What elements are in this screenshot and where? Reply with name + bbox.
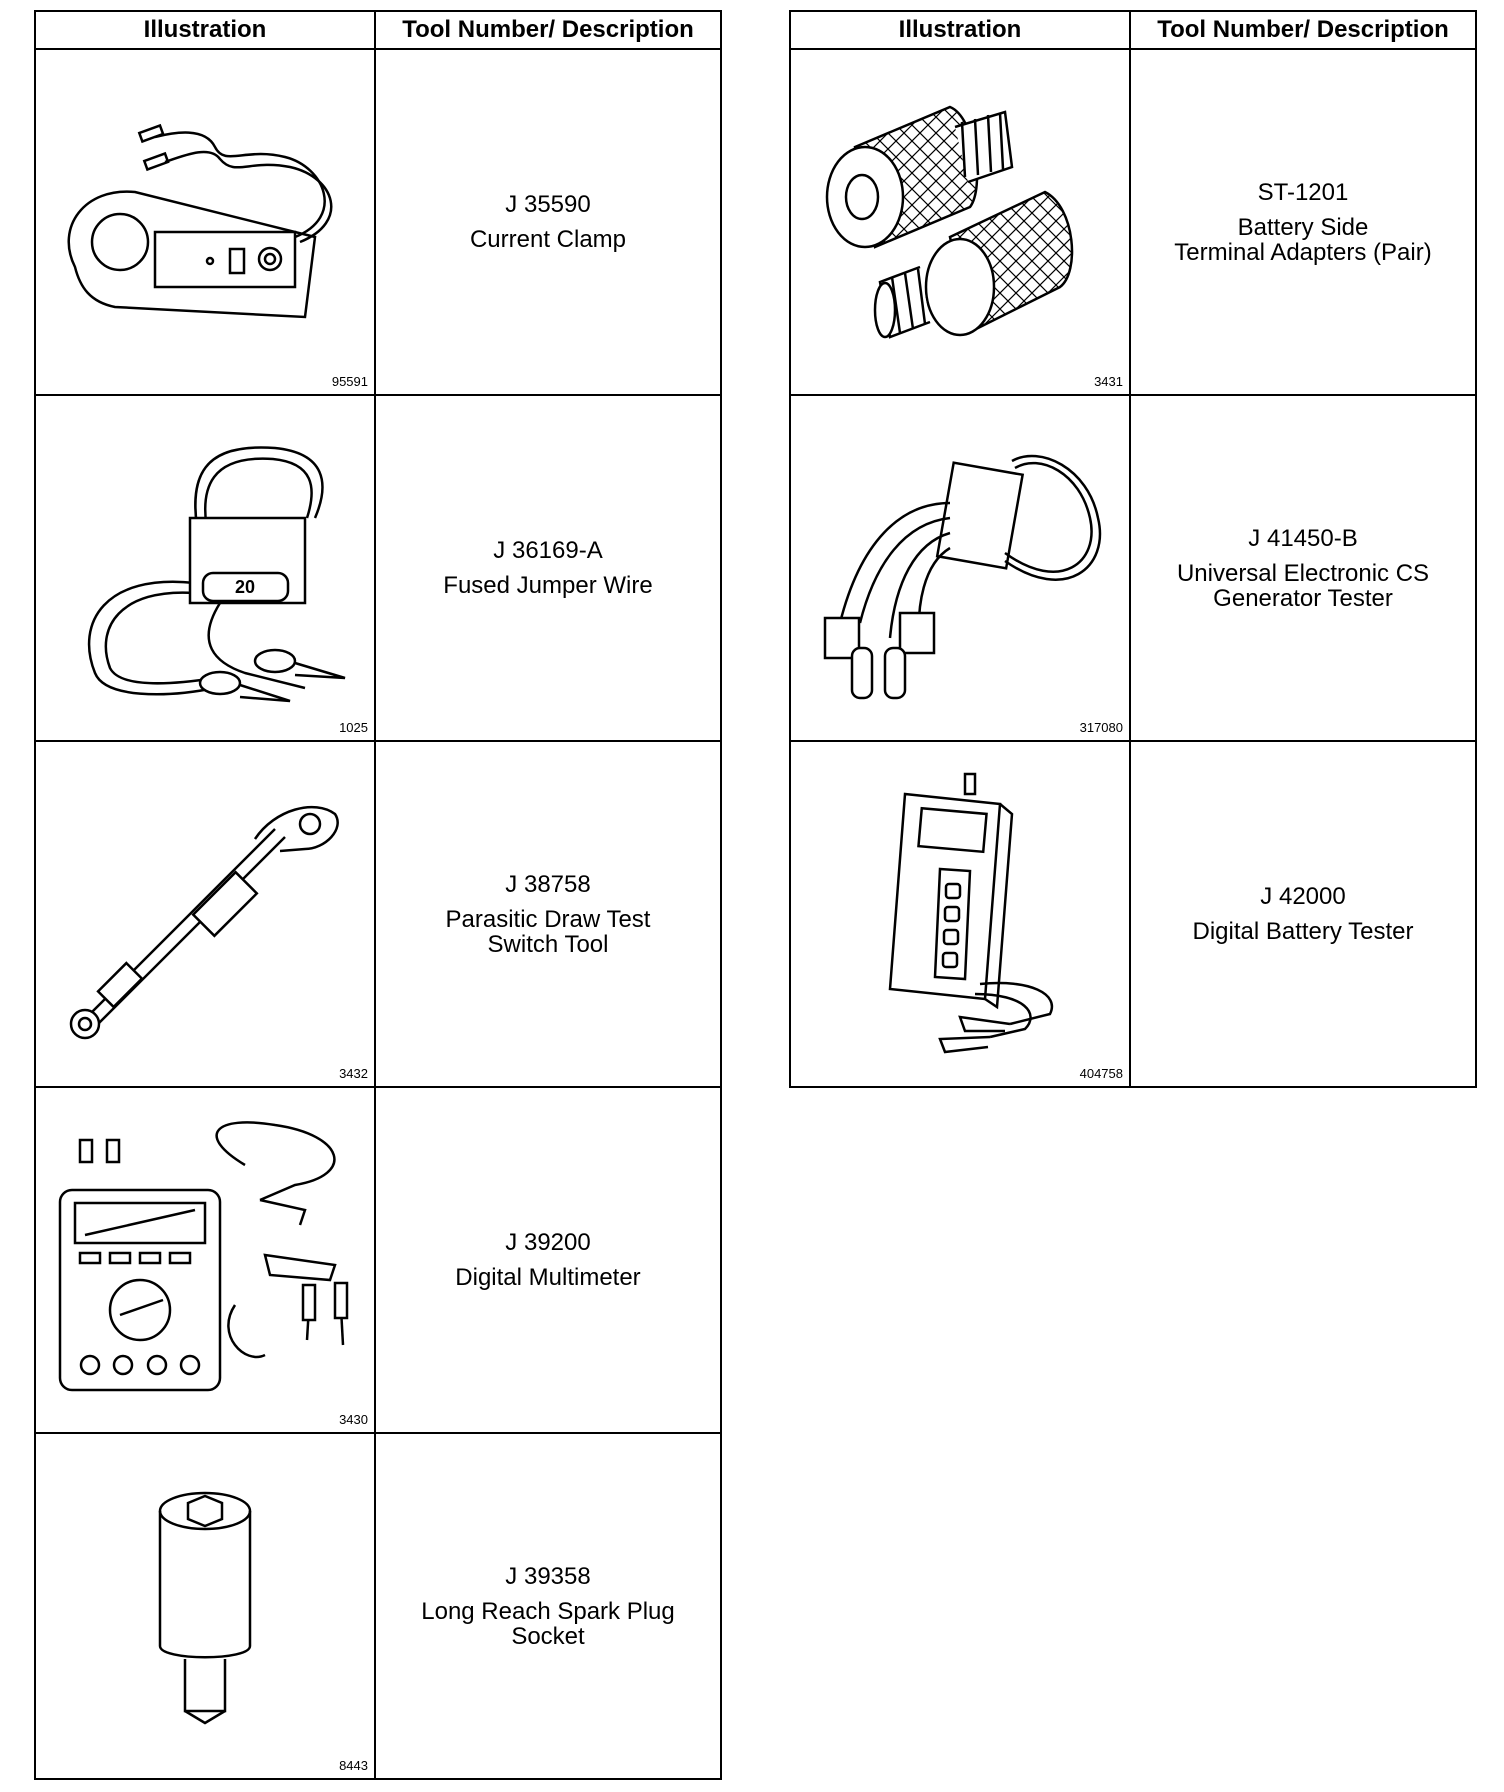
multimeter-icon bbox=[58, 1121, 349, 1392]
figure-number: 3430 bbox=[339, 1412, 368, 1427]
description-cell: J 42000 Digital Battery Tester bbox=[1129, 740, 1477, 1088]
table-row: 3431 ST-1201 Battery Side Terminal Adapt… bbox=[789, 48, 1477, 396]
generator-tester-icon bbox=[823, 454, 1102, 700]
table-row: 95591 J 35590 Current Clamp bbox=[34, 48, 722, 396]
tool-number: J 36169-A bbox=[493, 537, 603, 564]
tool-name: Fused Jumper Wire bbox=[443, 572, 653, 599]
tool-number: J 41450-B bbox=[1248, 524, 1358, 552]
tools-table-left: Illustration Tool Number/ Description 95… bbox=[34, 10, 722, 1780]
tools-table-right: Illustration Tool Number/ Description bbox=[789, 10, 1477, 1088]
terminal-adapters-icon bbox=[825, 105, 1074, 339]
tool-name: Current Clamp bbox=[469, 226, 627, 253]
battery-tester-icon bbox=[888, 772, 1054, 1054]
description-cell: ST-1201 Battery Side Terminal Adapters (… bbox=[1129, 48, 1477, 396]
illustration-cell: 95591 bbox=[34, 48, 376, 396]
illustration-cell: 20 1025 bbox=[34, 394, 376, 742]
fuse-label: 20 bbox=[235, 577, 255, 597]
tool-name: Parasitic Draw Test Switch Tool bbox=[445, 905, 651, 958]
table-row: 404758 J 42000 Digital Battery Tester bbox=[789, 740, 1477, 1088]
figure-number: 404758 bbox=[1079, 1066, 1123, 1081]
illustration-cell: 3432 bbox=[34, 740, 376, 1088]
illustration-cell: 404758 bbox=[789, 740, 1131, 1088]
description-cell: J 39200 Digital Multimeter bbox=[374, 1086, 722, 1434]
figure-number: 317080 bbox=[1079, 720, 1123, 735]
current-clamp-icon bbox=[67, 123, 333, 319]
description-cell: J 39358 Long Reach Spark Plug Socket bbox=[374, 1432, 722, 1780]
illustration-cell: 3431 bbox=[789, 48, 1131, 396]
figure-number: 3432 bbox=[339, 1066, 368, 1081]
table-row: 3432 J 38758 Parasitic Draw Test Switch … bbox=[34, 740, 722, 1088]
tool-number: ST-1201 bbox=[1257, 178, 1349, 206]
header-row: Illustration Tool Number/ Description bbox=[34, 10, 722, 50]
tool-number: J 42000 bbox=[1260, 883, 1346, 910]
table-row: 3430 J 39200 Digital Multimeter bbox=[34, 1086, 722, 1434]
illustration-header: Illustration bbox=[34, 10, 376, 50]
description-cell: J 36169-A Fused Jumper Wire bbox=[374, 394, 722, 742]
figure-number: 3431 bbox=[1094, 374, 1123, 389]
illustration-cell: 3430 bbox=[34, 1086, 376, 1434]
description-cell: J 38758 Parasitic Draw Test Switch Tool bbox=[374, 740, 722, 1088]
description-header: Tool Number/ Description bbox=[374, 10, 722, 50]
tool-name: Battery Side Terminal Adapters (Pair) bbox=[1174, 213, 1432, 266]
tool-name: Digital Multimeter bbox=[455, 1264, 641, 1291]
tool-name: Universal Electronic CS Generator Tester bbox=[1176, 559, 1430, 612]
illustration-cell: 317080 bbox=[789, 394, 1131, 742]
figure-number: 1025 bbox=[339, 720, 368, 735]
table-row: 20 1025 J 36169-A Fused Jumper Wire bbox=[34, 394, 722, 742]
description-cell: J 35590 Current Clamp bbox=[374, 48, 722, 396]
tool-number: J 39358 bbox=[505, 1562, 591, 1590]
tool-number: J 38758 bbox=[505, 870, 591, 898]
table-row: 317080 J 41450-B Universal Electronic CS… bbox=[789, 394, 1477, 742]
header-row: Illustration Tool Number/ Description bbox=[789, 10, 1477, 50]
description-header: Tool Number/ Description bbox=[1129, 10, 1477, 50]
figure-number: 8443 bbox=[339, 1758, 368, 1773]
figure-number: 95591 bbox=[331, 374, 368, 389]
spark-plug-socket-icon bbox=[158, 1491, 252, 1725]
description-cell: J 41450-B Universal Electronic CS Genera… bbox=[1129, 394, 1477, 742]
tool-number: J 39200 bbox=[505, 1229, 591, 1256]
illustration-header: Illustration bbox=[789, 10, 1131, 50]
illustration-cell: 8443 bbox=[34, 1432, 376, 1780]
switch-tool-icon bbox=[69, 805, 339, 1040]
tool-name: Long Reach Spark Plug Socket bbox=[421, 1597, 675, 1650]
table-row: 8443 J 39358 Long Reach Spark Plug Socke… bbox=[34, 1432, 722, 1780]
tool-name: Digital Battery Tester bbox=[1192, 918, 1414, 945]
tool-number: J 35590 bbox=[505, 191, 591, 218]
fused-jumper-wire-icon: 20 bbox=[87, 446, 346, 703]
